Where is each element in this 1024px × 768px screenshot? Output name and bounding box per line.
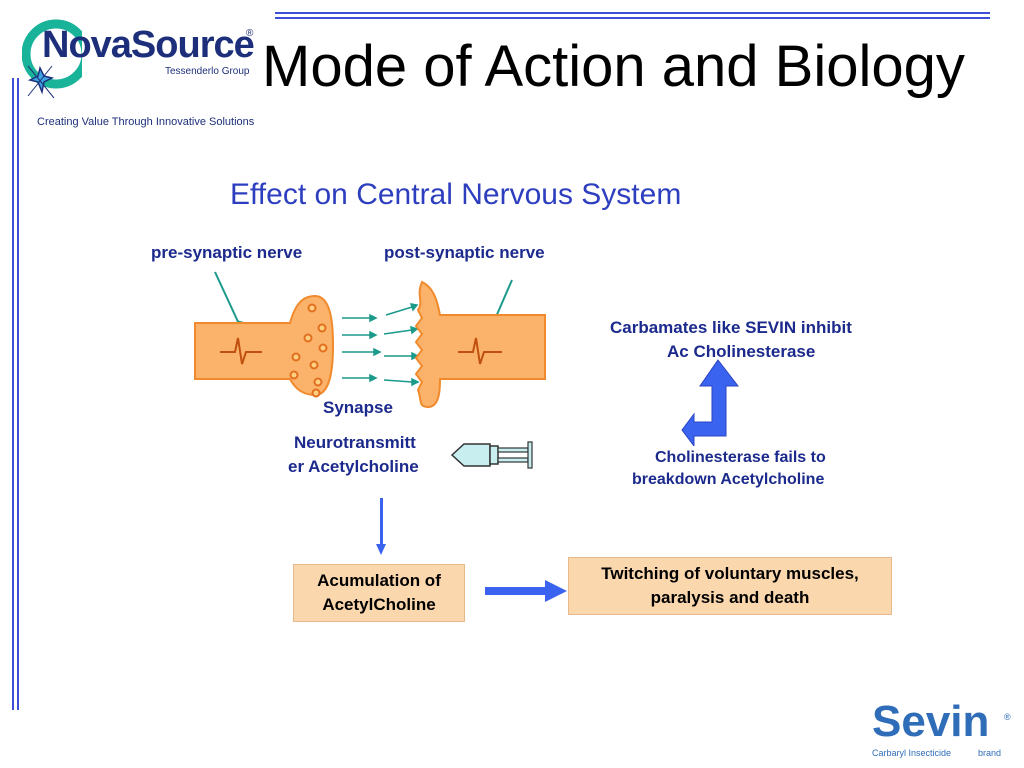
- twitching-line1: Twitching of voluntary muscles,: [601, 564, 859, 584]
- slide-subtitle: Effect on Central Nervous System: [230, 178, 682, 211]
- tagline: Creating Value Through Innovative Soluti…: [37, 116, 255, 128]
- accumulation-box: Acumulation of AcetylCholine: [293, 564, 465, 622]
- sevin-brand-word: brand: [978, 748, 1002, 758]
- post-synaptic-label: post-synaptic nerve: [384, 243, 545, 262]
- right-arrow: [485, 580, 567, 602]
- page-title: Mode of Action and Biology: [262, 34, 965, 99]
- logo-registered-mark: ®: [246, 28, 254, 39]
- bent-arrow-icon: [681, 359, 740, 446]
- sevin-registered-mark: ®: [1004, 712, 1011, 722]
- pre-synaptic-pointer: [214, 271, 241, 327]
- left-frame-line: [17, 78, 19, 710]
- top-frame-line: [275, 12, 990, 14]
- logo-group: Tessenderlo Group: [165, 66, 250, 77]
- star-logo-icon: [22, 19, 82, 99]
- sevin-subtitle: Carbaryl Insecticide: [872, 748, 952, 758]
- carbamates-label-line2: Ac Cholinesterase: [667, 342, 816, 361]
- fails-label-line1: Cholinesterase fails to: [655, 449, 826, 466]
- down-arrow: [376, 498, 386, 555]
- accumulation-line1: Acumulation of: [317, 571, 441, 591]
- logo-name: NovaSource: [42, 24, 255, 66]
- carbamates-label-line1: Carbamates like SEVIN inhibit: [610, 318, 852, 337]
- twitching-box: Twitching of voluntary muscles, paralysi…: [568, 557, 892, 615]
- neurotransmitter-label-line1: Neurotransmitt: [294, 433, 416, 452]
- top-frame-line: [275, 17, 990, 19]
- vesicles: [289, 303, 328, 398]
- syringe-icon: [450, 441, 533, 469]
- post-synaptic-nerve: [414, 280, 546, 409]
- sevin-logo: Sevin: [872, 697, 990, 746]
- synapse-label: Synapse: [323, 398, 393, 417]
- fails-label-line2: breakdown Acetylcholine: [632, 471, 825, 488]
- synapse-diagram: [194, 271, 546, 409]
- accumulation-line2: AcetylCholine: [322, 595, 436, 614]
- twitching-line2: paralysis and death: [650, 588, 810, 607]
- left-frame-line: [12, 78, 14, 710]
- pre-synaptic-label: pre-synaptic nerve: [151, 243, 303, 262]
- pre-synaptic-nerve: [194, 294, 335, 397]
- neurotransmitter-label-line2: er Acetylcholine: [288, 457, 419, 476]
- neurotransmitter-arrows: [342, 303, 420, 387]
